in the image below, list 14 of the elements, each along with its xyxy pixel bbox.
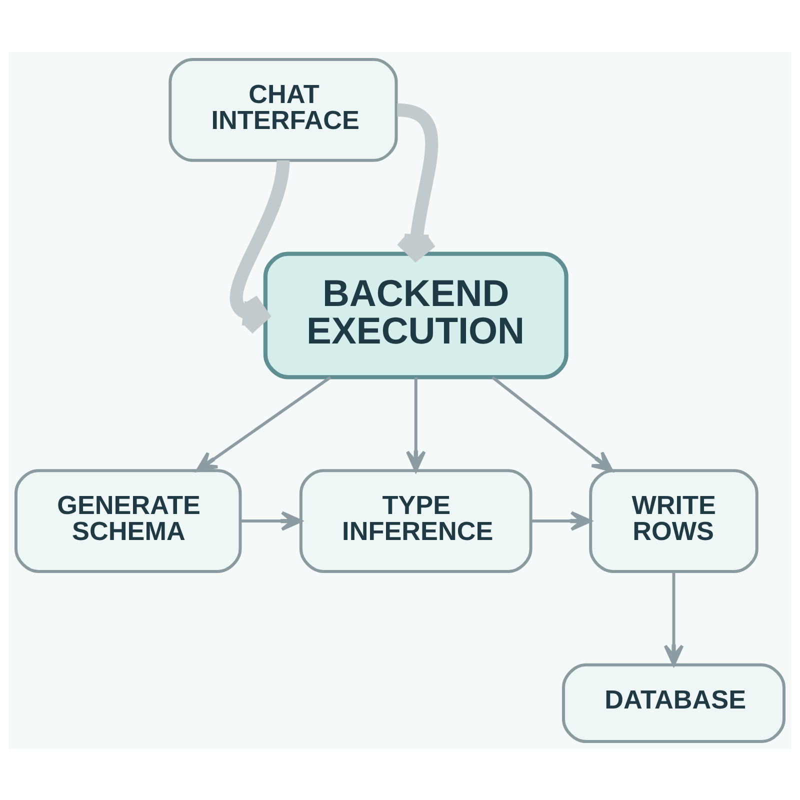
node-box: DATABASE <box>562 662 786 743</box>
arrow <box>406 376 426 472</box>
node-box: WRITE ROWS <box>589 468 758 572</box>
arrow <box>664 571 684 666</box>
arrow <box>395 102 438 260</box>
node-box: GENERATE SCHEMA <box>14 468 242 572</box>
arrow <box>492 376 614 472</box>
arrow <box>531 510 592 530</box>
node-box: CHAT INTERFACE <box>168 57 398 162</box>
node-box: TYPE INFERENCE <box>299 468 532 572</box>
arrow <box>230 159 290 335</box>
arrow <box>196 376 332 472</box>
arrow <box>240 510 302 530</box>
node-box: BACKEND EXECUTION <box>263 251 568 379</box>
